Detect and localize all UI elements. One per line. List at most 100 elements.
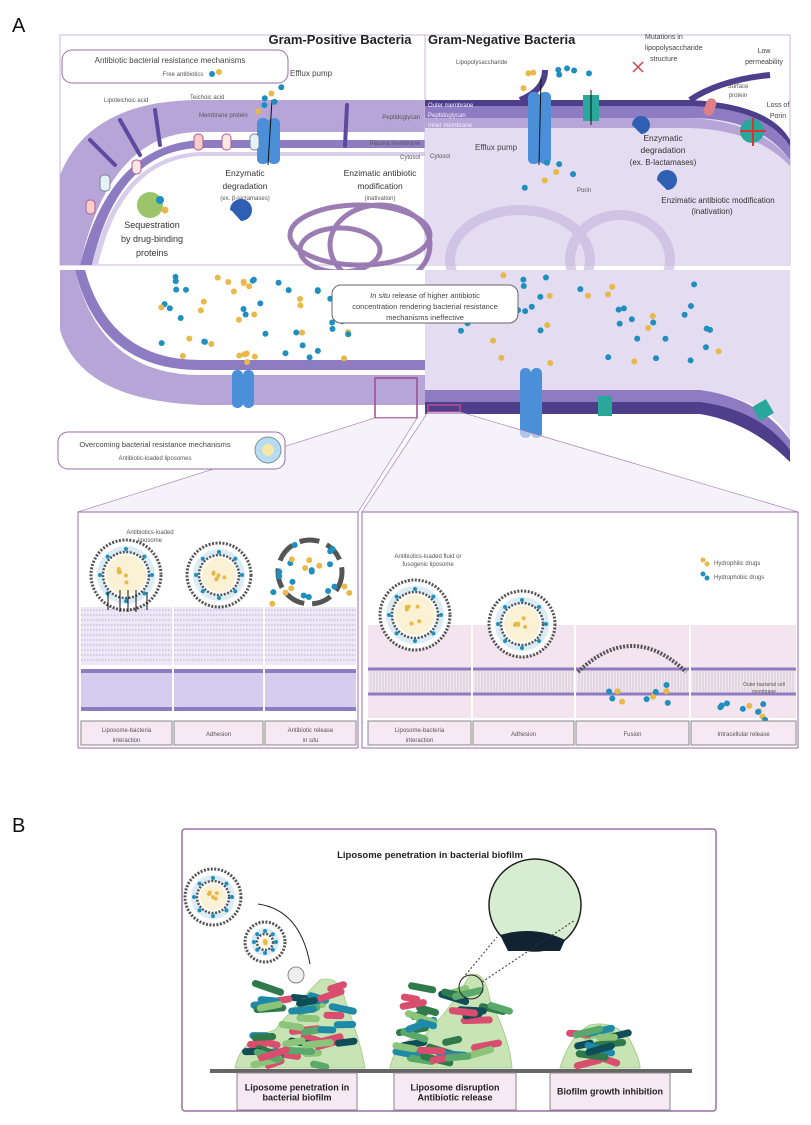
antibiotic-dot (739, 705, 746, 712)
label-line: Enzimatic antibiotic modification (661, 196, 774, 205)
step-box (80, 720, 173, 746)
efflux-pump-label: Efflux pump (290, 69, 333, 78)
antibiotic-dot (542, 274, 549, 281)
cytosol-label: Cytosol (400, 155, 420, 161)
resistance-box-subtitle: Free antibiotics (163, 72, 204, 78)
antibiotic-dot (285, 287, 292, 294)
antibiotic-dot (179, 352, 186, 359)
liposome-label-line1: Antibiotics-loaded (126, 530, 173, 536)
antibiotic-dot (182, 286, 189, 293)
antibiotic-dot (520, 276, 527, 283)
fused-membrane (576, 644, 688, 674)
antibiotic-dot (605, 354, 612, 361)
bacterium (288, 1005, 317, 1015)
arrow (257, 903, 311, 965)
beta-lactamase-icon (230, 199, 252, 221)
antibiotic-dot (615, 306, 622, 313)
bacterium (573, 1056, 603, 1070)
step-line2: interaction (406, 738, 434, 744)
legend: Hydrophilic drugs Hydrophobic drugs (700, 557, 764, 581)
antibiotic-dot (553, 169, 560, 176)
in-situ-line3: mechanisms ineffective (386, 313, 464, 322)
liposome-interaction-illustrations (81, 537, 796, 723)
antibiotic-dot (208, 340, 215, 347)
antibiotic-dot (628, 316, 635, 323)
step-line1: Adhesion (206, 732, 231, 738)
bacterium (327, 981, 347, 993)
outer-membrane-section (691, 625, 796, 718)
bacterium (282, 1037, 306, 1048)
antibiotic-dot (746, 702, 753, 709)
bacterium (316, 988, 345, 1003)
antibiotic-dot (616, 320, 623, 327)
gram-negative-cell-top (424, 34, 791, 266)
antibiotic-dot (275, 279, 282, 286)
loss-of-porin-label: Loss of Porin (767, 102, 790, 120)
beta-lactamase-gram-negative-icon (632, 116, 677, 190)
bacterium (575, 1050, 609, 1061)
liposome-label-line2: liposome (138, 538, 163, 544)
dotted-link (481, 919, 576, 983)
step-label-box: Biofilm growth inhibition (549, 1072, 671, 1111)
cytosol-gn-label: Cytosol (430, 154, 450, 160)
antibiotic-dot (314, 288, 321, 295)
step-box (575, 720, 690, 746)
cell-wall-section (174, 607, 263, 711)
bacterium (323, 1011, 345, 1020)
in-situ-release-box: In situ release of higher antibiotic con… (331, 284, 519, 324)
antibiotic-dot (158, 304, 165, 311)
step-label-box: Fusion (575, 720, 690, 746)
antibiotic-dot (620, 305, 627, 312)
antibiotic-dot (214, 274, 221, 281)
antibiotic-dot (556, 71, 563, 78)
antibiotic-dot (240, 305, 247, 312)
outer-membrane-detail-line1: Outer bacterial cell (743, 682, 785, 688)
step-line1: Fusion (623, 732, 641, 738)
antibiotic-dot (715, 348, 722, 355)
bacterium (296, 1014, 320, 1023)
biofilm-illustration (183, 858, 641, 1071)
step-box (236, 1072, 358, 1111)
antibiotic-dot (528, 303, 535, 310)
antibiotic-dot (643, 696, 650, 703)
antibiotic-dot (291, 542, 298, 549)
outer-membrane-detail-line2: membrane (752, 689, 776, 695)
in-situ-line2: concentration rendering bacterial resist… (352, 302, 498, 311)
mutation-cross-icon (632, 61, 644, 73)
biofilm-cluster (389, 973, 513, 1069)
antibiotic-dot (577, 286, 584, 293)
antibiotic-dot (282, 350, 289, 357)
step-line2: interaction (113, 738, 141, 744)
step-label-box: Adhesion (472, 720, 575, 746)
in-situ-line1: In situ release of higher antibiotic (370, 291, 480, 300)
antibiotic-dot (241, 351, 248, 358)
bacterium (296, 996, 318, 1007)
antibiotic-dot (172, 273, 179, 280)
label-line: degradation (223, 181, 268, 191)
efflux-pump-middle-icon (232, 370, 254, 408)
bacterium (251, 1033, 277, 1041)
label-line: Porin (770, 113, 786, 120)
enzymatic-degradation-gn-label: Enzymatic degradation (ex. B-lactamases) (630, 133, 697, 167)
antibiotic-dot (346, 589, 353, 596)
antibiotic-dot (300, 592, 307, 599)
outer-membrane-label: Outer membrane (428, 103, 474, 109)
bacterium (417, 1018, 438, 1030)
step-line1: Antibiotic release (288, 728, 334, 734)
liposome-icon (183, 867, 243, 927)
antibiotic-dot (555, 66, 562, 73)
label-line: Enzymatic (225, 168, 265, 178)
antibiotic-dot (650, 693, 657, 700)
step-line2: in situ (303, 738, 319, 744)
label-line: (ex. B-lactamases) (630, 158, 697, 167)
antibiotic-dot (306, 557, 313, 564)
antibiotic-dot (246, 283, 253, 290)
gram-negative-title: Gram-Negative Bacteria (428, 32, 576, 47)
efflux-pump-gn-middle-icon (520, 368, 542, 438)
antibiotic-dot (288, 585, 295, 592)
antibiotic-dot (251, 311, 258, 318)
bacterium (333, 1020, 357, 1029)
antibiotic-dot (663, 688, 670, 695)
efflux-pump-gn-label: Efflux pump (475, 143, 518, 152)
